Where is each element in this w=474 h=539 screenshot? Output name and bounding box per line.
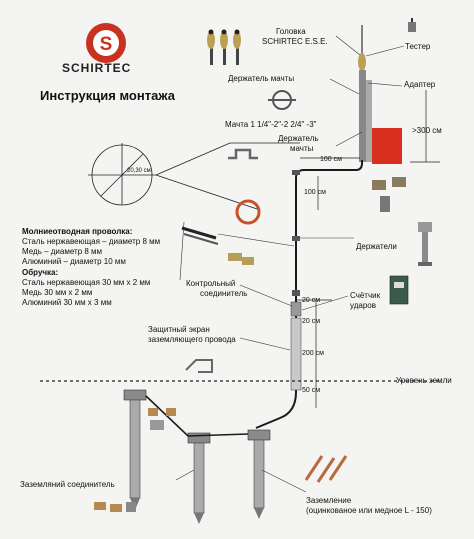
shield-label: Защитный экран заземляющего провода [148, 325, 236, 344]
mast [358, 25, 372, 162]
counter-label: Счётчик ударов [350, 291, 381, 310]
strap-clamp-icon [228, 148, 258, 160]
page-title: Инструкция монтажа [40, 88, 175, 103]
strip-spec: Обручка: Сталь нержавеющая 30 мм x 2 мм … [22, 268, 151, 307]
tester-icon [408, 18, 416, 32]
grounding-rods [123, 389, 271, 524]
ground-level-label: Уровень земли [396, 376, 452, 385]
shield-tube [290, 317, 302, 391]
control-joint-product-icon [228, 253, 254, 265]
height-300-label: >300 см [412, 126, 442, 135]
dim-100-vertical: 100 см [304, 189, 326, 196]
holder-products-icon [372, 177, 432, 266]
tester-label: Тестер [405, 42, 431, 51]
strike-counter-icon [389, 275, 409, 305]
shield-product-icon [185, 359, 213, 373]
svg-text:S: S [100, 34, 113, 55]
wire-sample-icon [181, 199, 261, 245]
dimension-lines [296, 90, 440, 408]
grounding-label: Заземление (оцинкованое или медное L - 1… [306, 496, 432, 515]
dim-200: 200 см [302, 350, 324, 357]
brand-name: SCHIRTEC [62, 61, 132, 75]
schirtec-logo-icon: S [86, 23, 126, 63]
mast-sizes-label: Мачта 1 1/4"-2"-2 2/4" -3" [225, 120, 317, 129]
copper-rods-icon [304, 455, 348, 483]
leader-lines [175, 35, 405, 493]
dim-50: 50 см [302, 387, 321, 394]
wire-spec: Молниеотводная проволка: Сталь нержавеющ… [22, 227, 161, 266]
control-joint-label: Контрольный соединитель [186, 279, 248, 298]
ground-joint-products-icon [94, 408, 176, 512]
adapter-label: Адаптер [404, 80, 436, 89]
wire-holders [292, 170, 300, 296]
mast-holder-icon [268, 90, 296, 110]
mast-holder-label: Держатель мачты [228, 74, 295, 83]
ese-heads-icon [207, 29, 241, 65]
head-label: Головка SCHIRTEC E.S.E. [262, 27, 328, 46]
holders-label: Держатели [356, 242, 397, 251]
dim-20-b: 20 см [302, 318, 321, 325]
control-joint-box [290, 301, 302, 317]
mast-holder-mid-label: Держатель мачты [278, 134, 319, 153]
circle-dim-label: 20,30 см [127, 168, 151, 174]
roof-block [372, 128, 402, 164]
protection-radius-diagram [88, 142, 300, 211]
ground-joint-label: Заземляний соединитель [20, 480, 115, 489]
dim-20-a: 20 см [302, 297, 321, 304]
dim-100-horizontal: 100 см [320, 156, 342, 163]
